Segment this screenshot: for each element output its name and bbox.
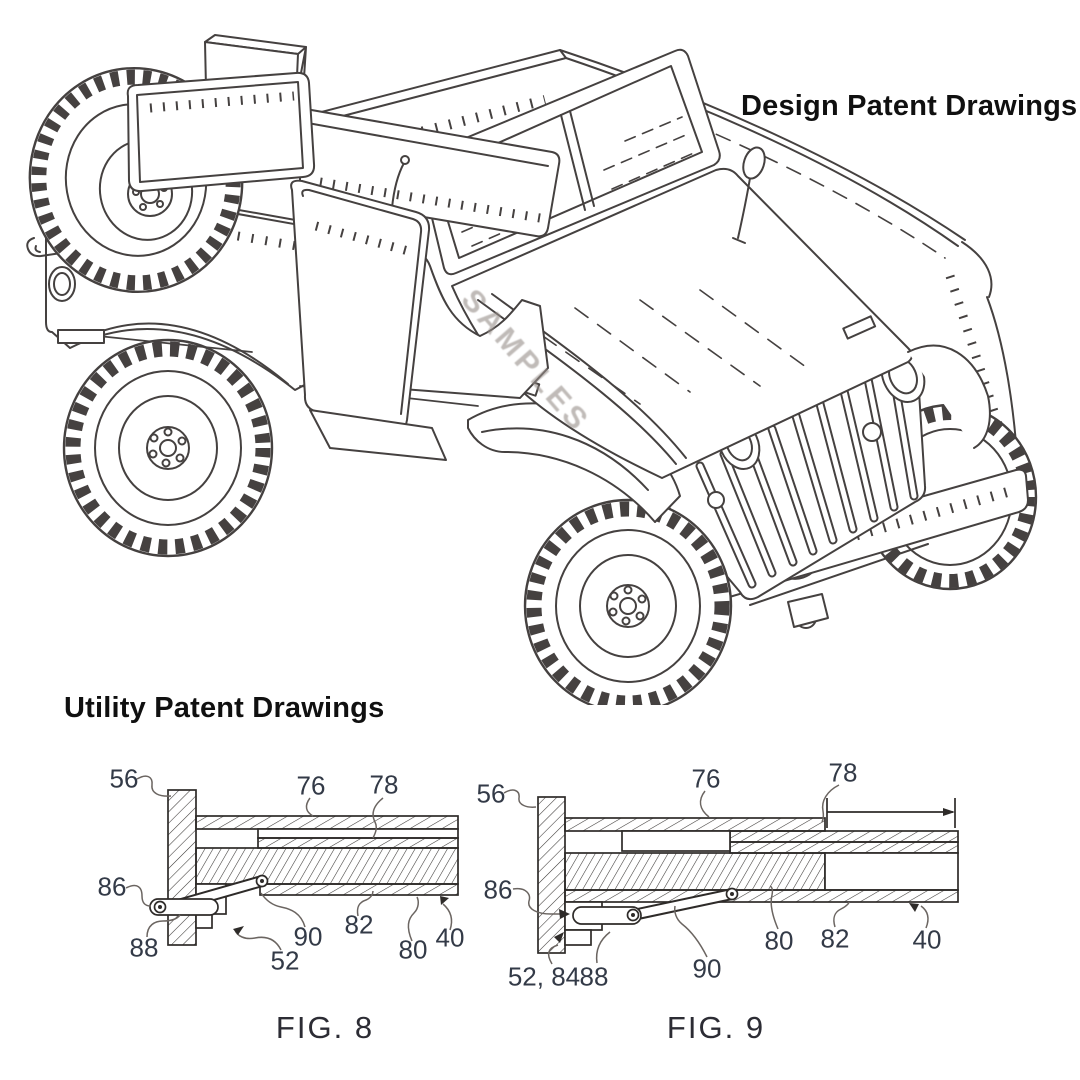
ref-80: 80 [765,926,794,957]
figure-8: 56 76 78 86 88 90 52 82 80 40 FIG. 8 [85,748,485,1078]
ref-80: 80 [399,935,428,966]
ref-56: 56 [110,764,139,795]
rear-backrest [128,73,314,191]
ref-88: 88 [580,962,609,993]
ref-82: 82 [345,910,374,941]
utility-patent-title: Utility Patent Drawings [64,692,384,725]
ref-76: 76 [297,771,326,802]
wall-section [538,797,565,953]
rear-bumperette [58,330,104,343]
ref-88: 88 [130,933,159,964]
ref-40: 40 [436,923,465,954]
ref-56: 56 [477,779,506,810]
dimension-line [827,798,955,828]
ref-52: 52 [271,946,300,977]
ref-82: 82 [821,924,850,955]
ref-78: 78 [370,770,399,801]
rear-left-wheel [64,340,272,556]
ref-40: 40 [913,925,942,956]
ref-52-84: 52, 84 [508,962,580,993]
fig8-caption: FIG. 8 [276,1010,374,1046]
ref-76: 76 [692,764,721,795]
figure-9: 56 76 78 86 52, 84 88 90 80 82 40 FIG. 9 [470,748,980,1078]
ref-86: 86 [484,875,513,906]
design-patent-title: Design Patent Drawings [741,90,1077,123]
ref-78: 78 [829,758,858,789]
wall-section [168,790,196,945]
fig9-caption: FIG. 9 [667,1010,765,1046]
front-left-wheel [525,500,731,705]
ref-90: 90 [693,954,722,985]
ref-86: 86 [98,872,127,903]
marker-light [863,423,881,441]
